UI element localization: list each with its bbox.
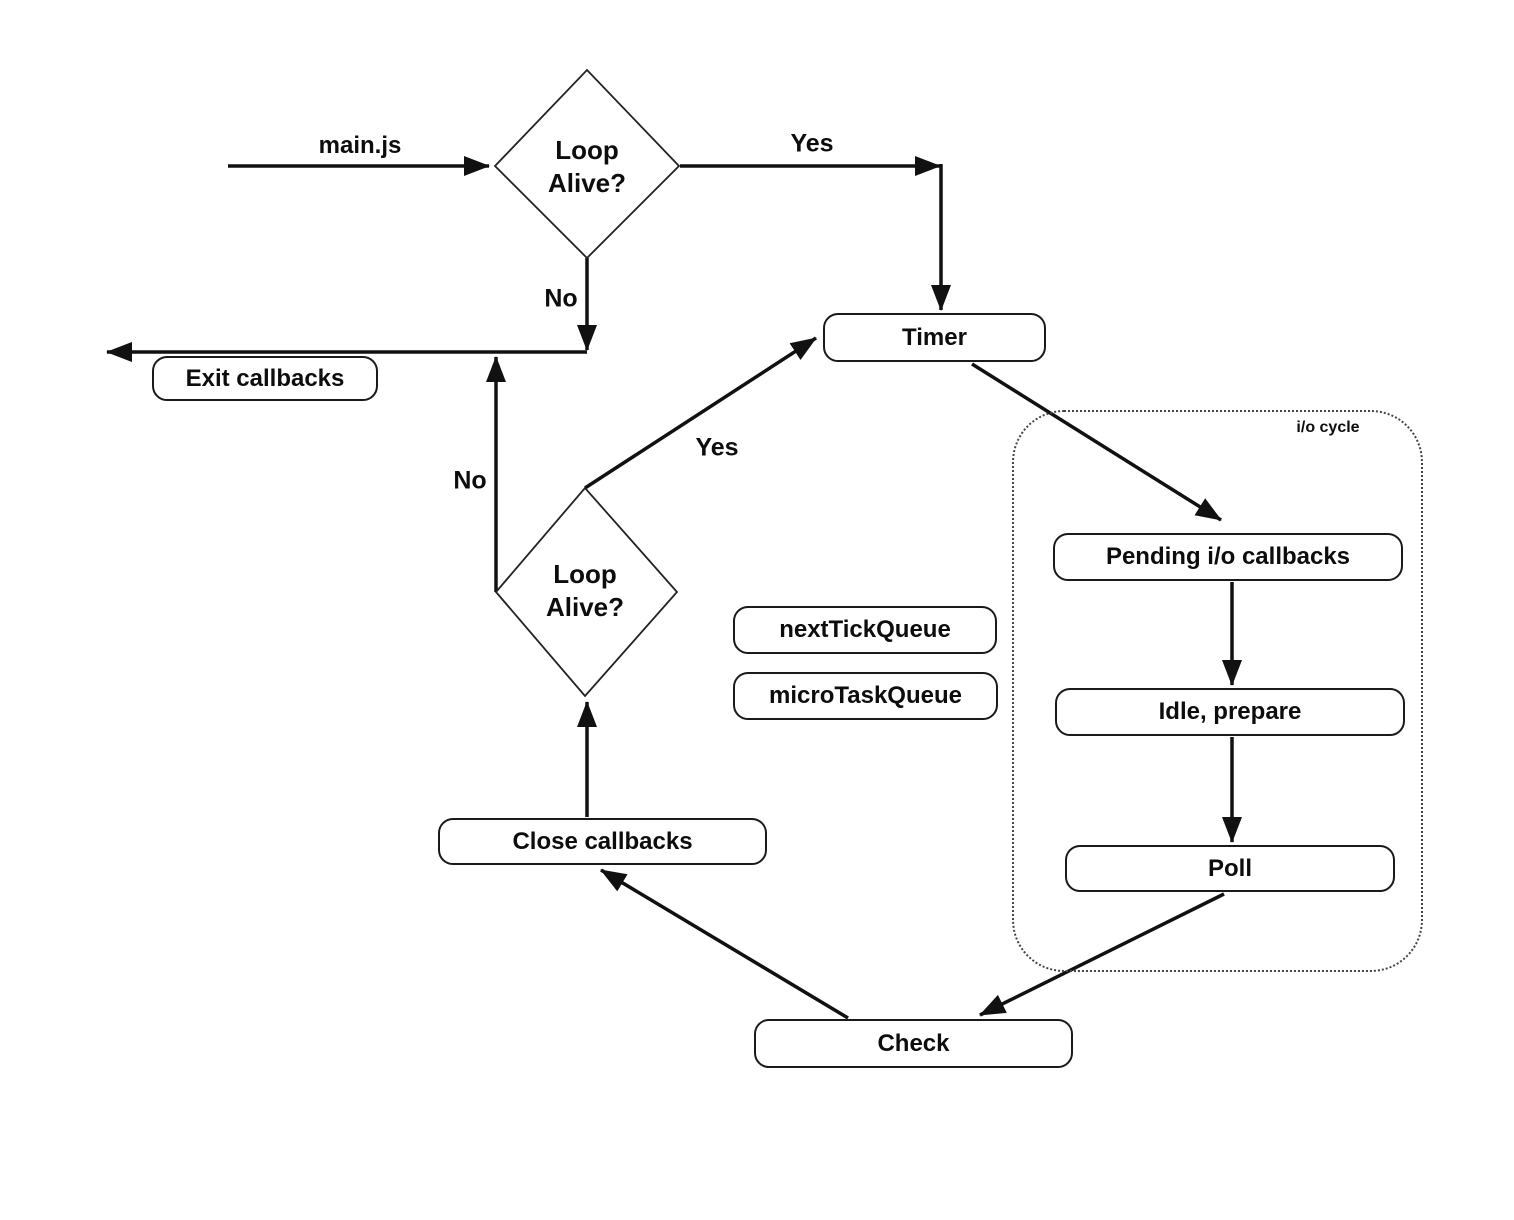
edge-label-no-mid: No bbox=[453, 466, 487, 495]
io-cycle-container bbox=[1012, 410, 1423, 972]
edge-label-yes-mid: Yes bbox=[695, 433, 739, 462]
node-next-tick-queue: nextTickQueue bbox=[733, 606, 997, 654]
io-cycle-label: i/o cycle bbox=[1296, 419, 1360, 436]
arrow-poll-to-check bbox=[979, 892, 1225, 1017]
diamond-top-text: Loop Alive? bbox=[548, 134, 626, 200]
edge-label-main-js: main.js bbox=[318, 131, 402, 159]
node-poll: Poll bbox=[1065, 845, 1395, 892]
arrow-timer-to-pending bbox=[971, 362, 1222, 522]
node-timer: Timer bbox=[823, 313, 1046, 362]
diamond-loop-alive-top bbox=[493, 68, 681, 260]
node-micro-task-queue: microTaskQueue bbox=[733, 672, 998, 720]
edge-label-yes-top: Yes bbox=[790, 129, 834, 158]
node-idle-prepare: Idle, prepare bbox=[1055, 688, 1405, 736]
node-pending-io-callbacks: Pending i/o callbacks bbox=[1053, 533, 1403, 581]
diamond-bottom-text-line1: Loop bbox=[553, 558, 617, 589]
edge-label-no-top: No bbox=[544, 284, 578, 313]
diamond-top-text-line2: Alive? bbox=[547, 168, 627, 198]
arrow-check-to-close bbox=[600, 868, 849, 1020]
node-close-callbacks: Close callbacks bbox=[438, 818, 767, 865]
diamond-bottom-text-line2: Alive? bbox=[545, 592, 625, 622]
node-check: Check bbox=[754, 1019, 1073, 1068]
diamond-loop-alive-bottom bbox=[494, 486, 679, 698]
diamond-bottom-text: Loop Alive? bbox=[546, 558, 624, 624]
diamond-top-text-line1: Loop bbox=[555, 134, 619, 165]
node-exit-callbacks: Exit callbacks bbox=[152, 356, 378, 401]
arrow-yes-mid bbox=[584, 336, 817, 490]
